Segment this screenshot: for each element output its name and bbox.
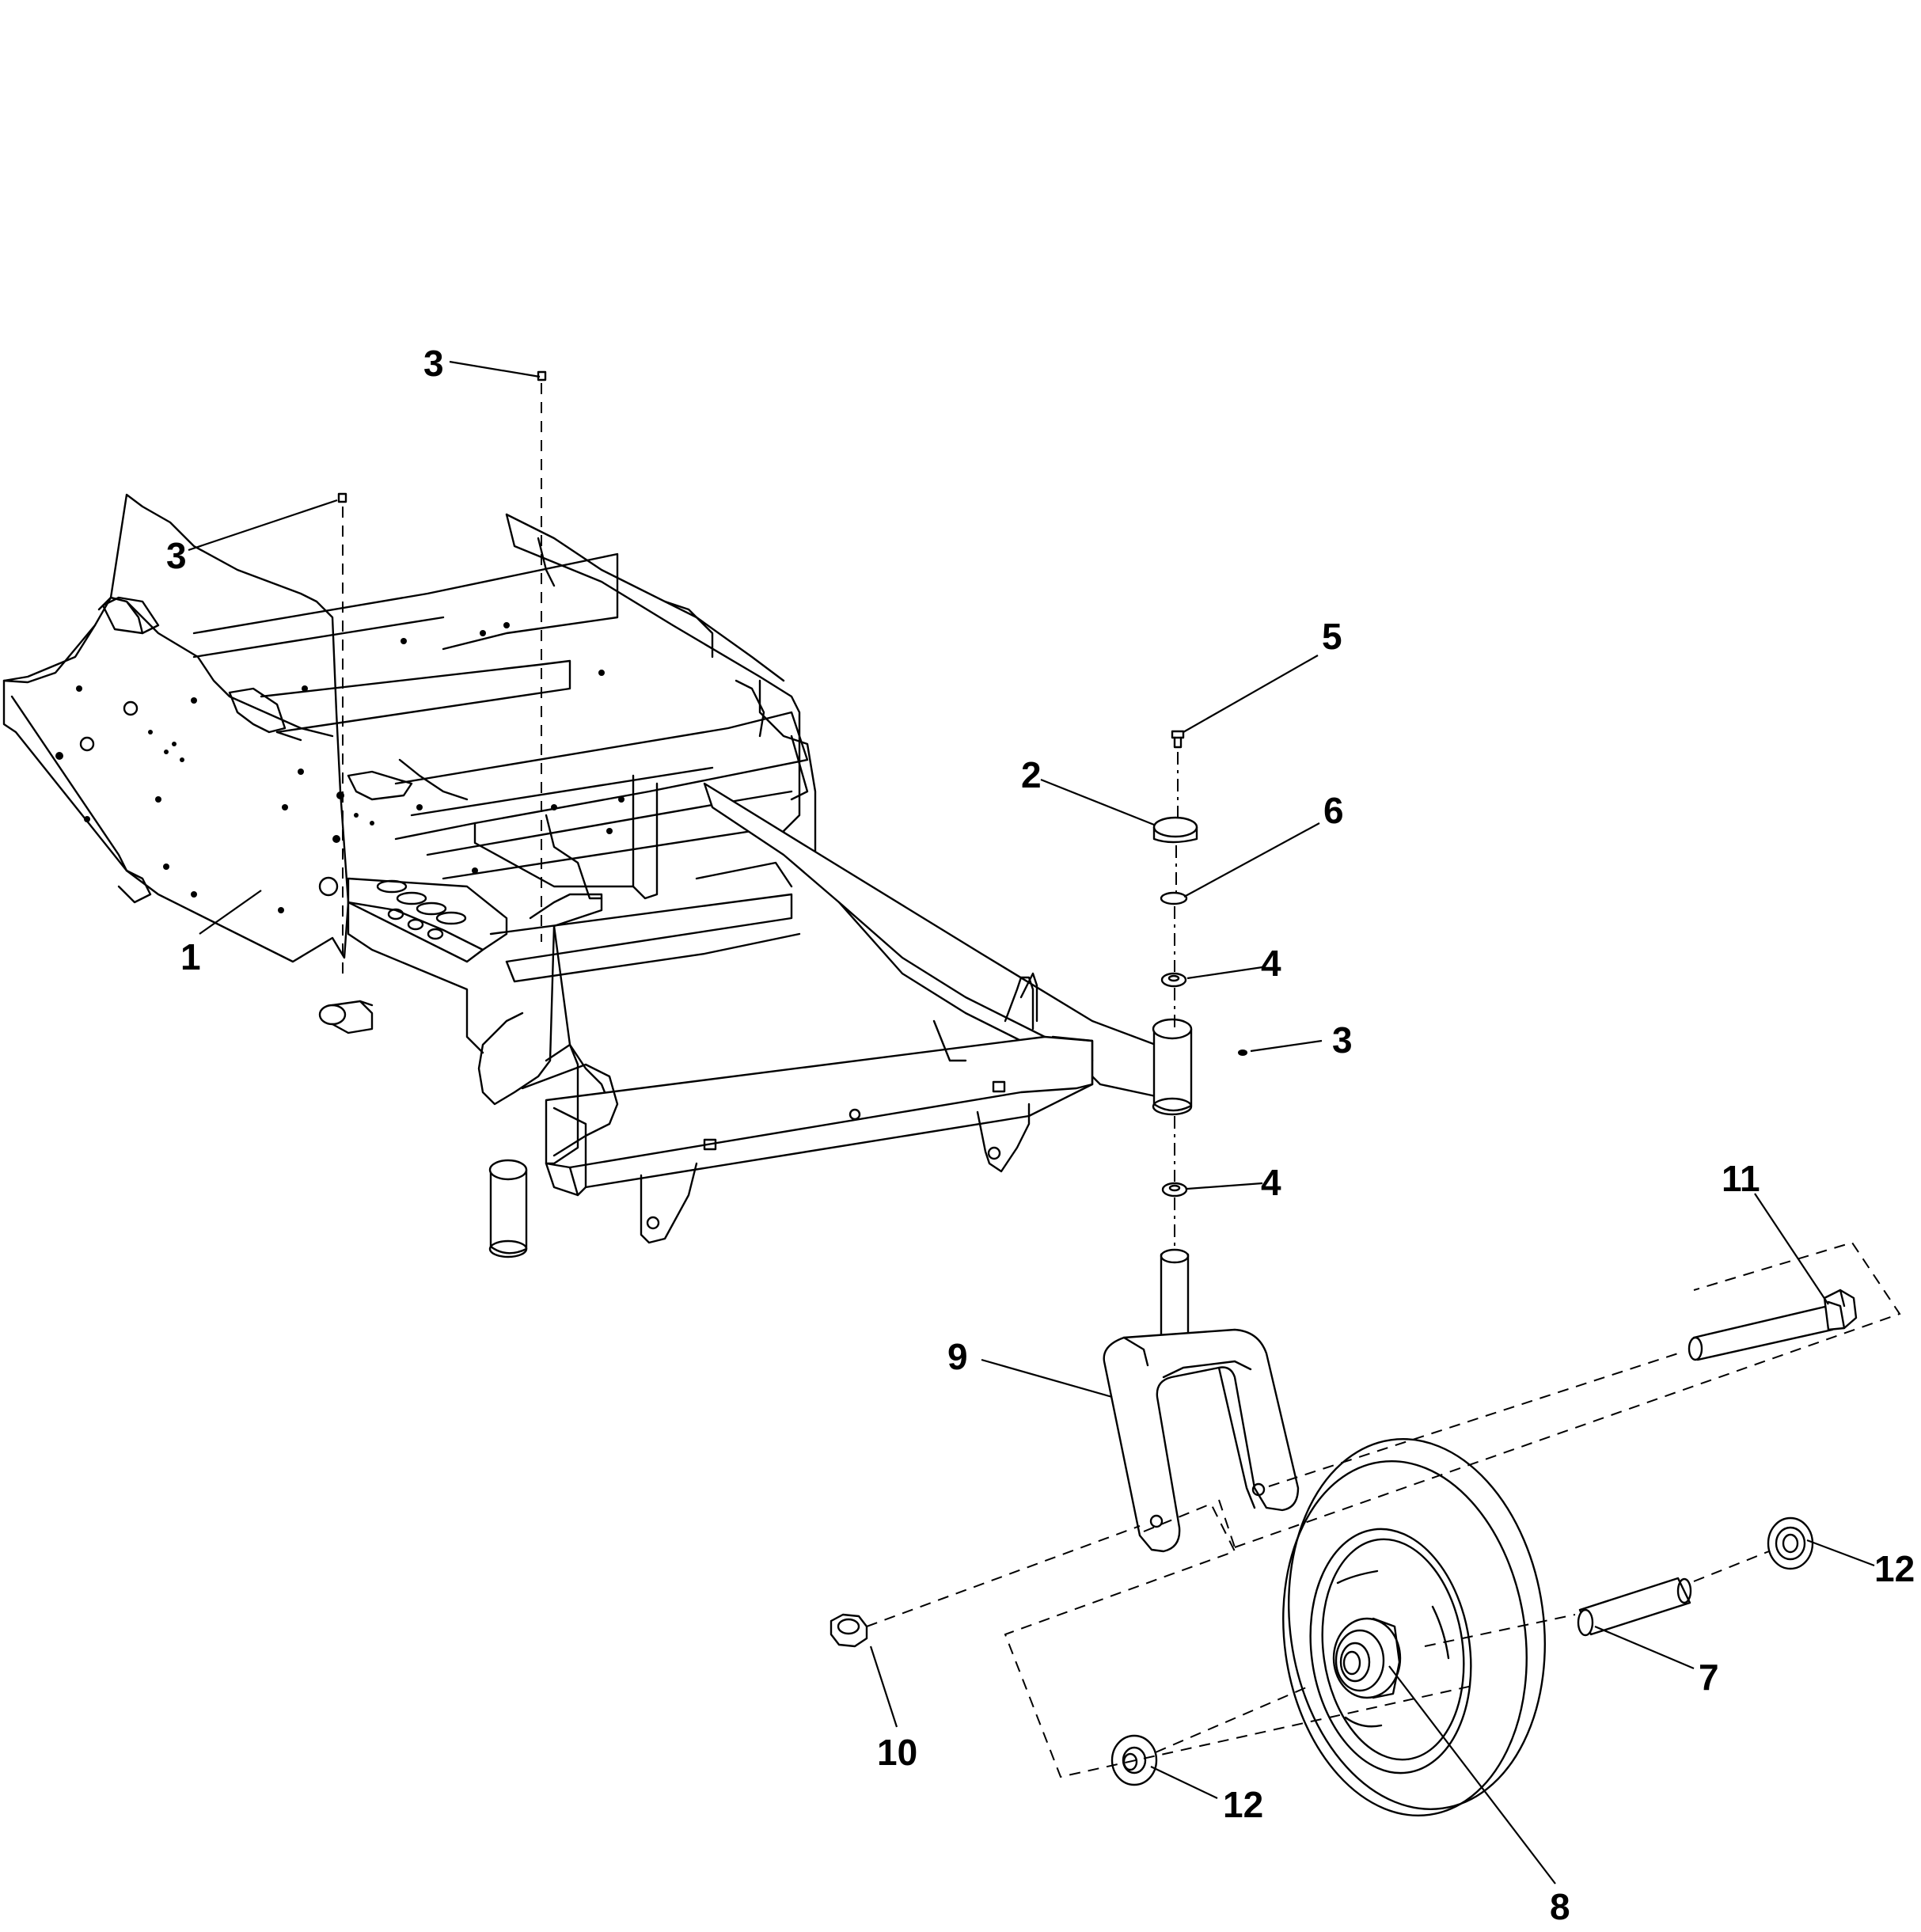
- callout-3-right: 3: [1332, 1019, 1353, 1061]
- callout-8: 8: [1550, 1886, 1570, 1927]
- caster-wheel-part-8: [1282, 1438, 1546, 1817]
- assembly-centerlines: [342, 383, 1901, 1778]
- callout-10: 10: [877, 1732, 917, 1773]
- callout-1: 1: [180, 936, 201, 977]
- callout-4-lower: 4: [1261, 1162, 1281, 1203]
- callout-6: 6: [1323, 790, 1344, 831]
- callout-7: 7: [1699, 1657, 1719, 1698]
- callout-4-upper: 4: [1261, 943, 1281, 984]
- leader-lines: [188, 360, 1875, 1885]
- washer-part-4-lower: [1161, 1182, 1188, 1198]
- callout-12-left: 12: [1223, 1784, 1263, 1825]
- washer-part-4-upper: [1160, 972, 1187, 988]
- caster-fork-part-9: [1103, 1248, 1300, 1553]
- callout-9: 9: [947, 1336, 968, 1377]
- callout-3-left: 3: [166, 535, 187, 576]
- grease-fitting-part-3-b: [337, 492, 347, 503]
- main-frame: [2, 493, 817, 1153]
- callout-3-top: 3: [423, 343, 444, 384]
- callout-12-right: 12: [1874, 1548, 1915, 1589]
- dust-cap-part-2: [1152, 816, 1198, 844]
- grease-fitting-part-3-c: [1238, 1050, 1247, 1056]
- bolt-part-5: [1171, 730, 1185, 749]
- callout-11: 11: [1722, 1158, 1760, 1199]
- front-axle: [488, 782, 1193, 1258]
- callout-5: 5: [1322, 616, 1342, 657]
- snap-ring-part-6: [1160, 891, 1188, 905]
- lock-nut-part-10: [830, 1613, 868, 1648]
- spacer-tube-part-7: [1577, 1577, 1692, 1637]
- bearing-spacer-part-12-right: [1767, 1516, 1814, 1570]
- callout-2: 2: [1021, 754, 1042, 795]
- callout-labels: 1 2 3 3 3 4 4 5 6 7 8 9 10 11 12 12: [166, 343, 1915, 1927]
- axle-bolt-part-11: [1688, 1289, 1858, 1361]
